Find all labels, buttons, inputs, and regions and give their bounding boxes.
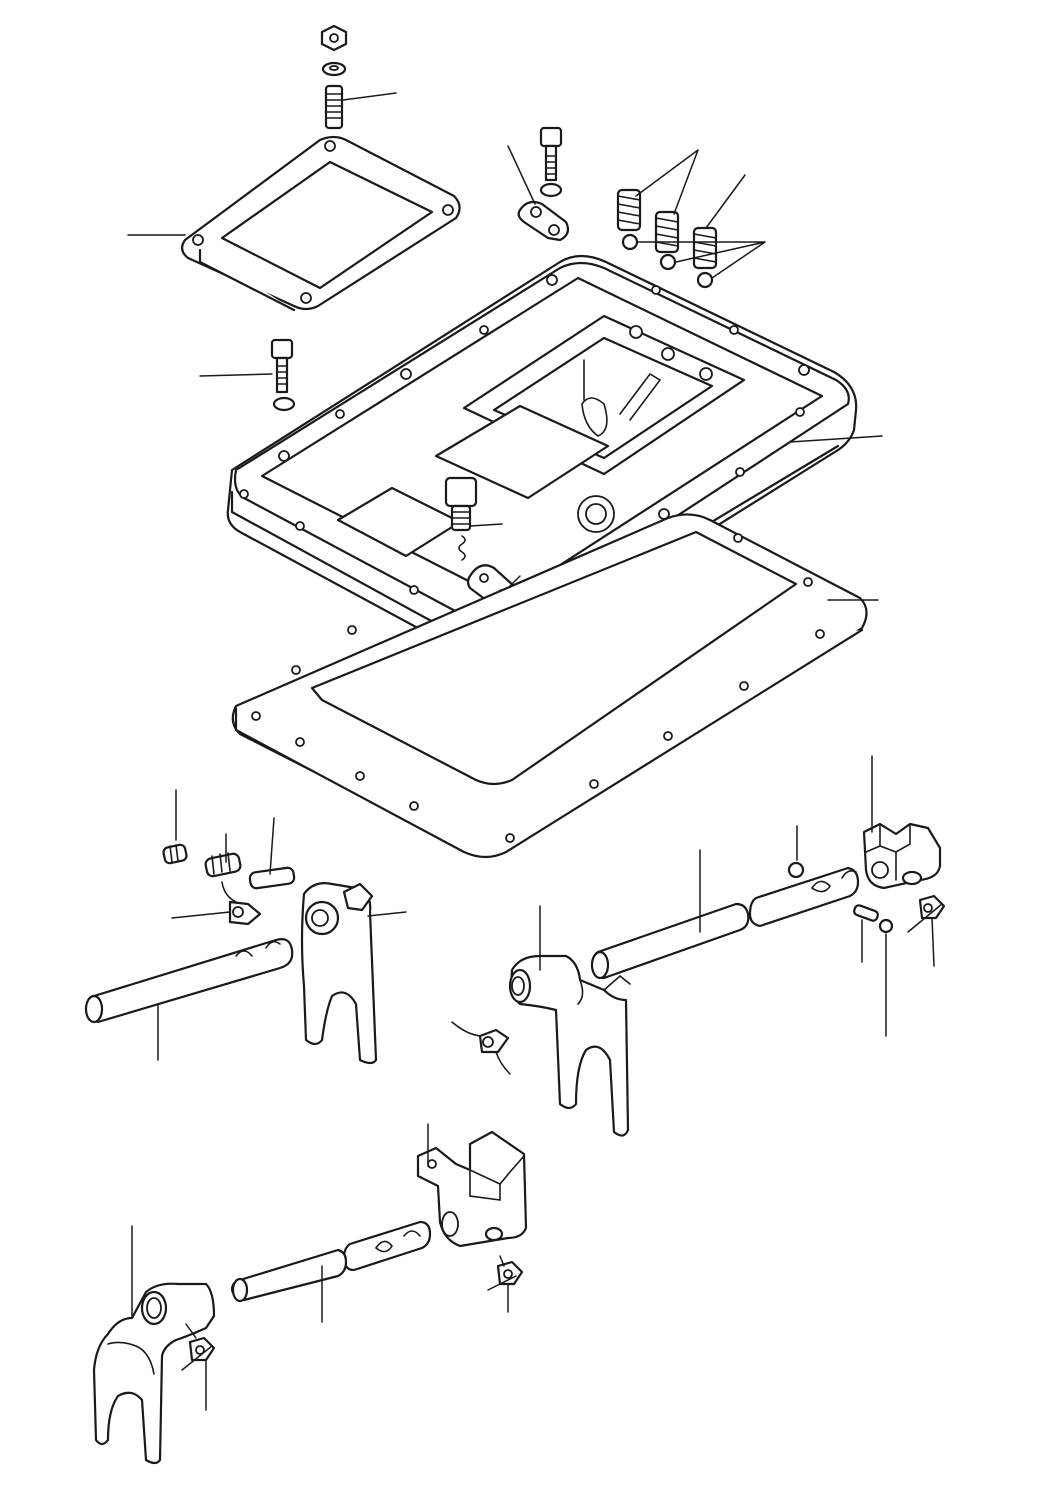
detent-spring [616, 188, 642, 232]
detent-ball [878, 918, 894, 934]
flat-washer [539, 182, 563, 198]
shift-rail-bottom [230, 1248, 348, 1303]
shift-rail-right-group [508, 755, 946, 1137]
leader-line [469, 523, 503, 527]
detent-ball [787, 861, 805, 879]
shift-rail-right [590, 902, 750, 980]
leader-line [451, 1021, 511, 1075]
cover-recess [434, 404, 610, 500]
leader-line [861, 919, 887, 1037]
leader-line [907, 903, 943, 967]
lock-screw [918, 894, 946, 920]
detent-spring [654, 210, 680, 254]
cover-plate [127, 135, 461, 312]
shift-lug-bottom [416, 1130, 528, 1248]
shift-fork-bottom [92, 1282, 216, 1465]
shift-rail-long [84, 938, 294, 1024]
shift-fork-left [300, 882, 378, 1065]
lock-screw [188, 1336, 216, 1362]
bracket-plate [517, 200, 570, 242]
lock-washer [321, 61, 347, 77]
leader-line [507, 145, 536, 205]
leader-line [181, 1323, 213, 1411]
cover-stud-assembly [320, 24, 397, 130]
detent-ball [696, 271, 714, 289]
detent-spring [692, 226, 718, 270]
interlock-plunger [162, 843, 188, 865]
leader-line [342, 92, 397, 101]
leader-line [171, 881, 237, 919]
shift-rail-bottom-group [92, 1123, 528, 1465]
cover-gasket [231, 513, 879, 859]
bracket-bolt-assembly [507, 126, 570, 242]
shift-fork-right [508, 954, 631, 1137]
hex-bolt [539, 126, 563, 182]
leader-line [367, 911, 407, 917]
gasket-bolt-holes [251, 533, 825, 843]
transmission-top-cover [226, 254, 883, 661]
leader-line [487, 1255, 517, 1313]
leader-line [637, 241, 766, 279]
leader-line [199, 373, 273, 377]
leader-line [789, 435, 883, 443]
lock-screw [496, 1260, 524, 1286]
interlock-pin [248, 866, 296, 890]
shift-spring [204, 852, 242, 878]
shift-rail-left-group [84, 789, 407, 1065]
detent-springs [616, 149, 766, 289]
rail-end-segment [342, 1220, 432, 1272]
breather-plug [444, 476, 503, 561]
detent-ball [621, 233, 639, 251]
lock-washer [272, 396, 296, 412]
hex-bolt [270, 338, 294, 360]
leader-line [269, 817, 275, 875]
lock-screw [451, 1021, 511, 1075]
lock-screw [228, 900, 262, 926]
roll-pin [853, 904, 879, 922]
hex-nut [320, 24, 348, 52]
shift-lug [862, 822, 942, 890]
cover-bolt-assembly [199, 338, 296, 412]
detent-ball [659, 253, 677, 271]
leader-line [635, 149, 746, 229]
rail-end-segment [748, 866, 860, 928]
stud-bolt [324, 84, 344, 130]
